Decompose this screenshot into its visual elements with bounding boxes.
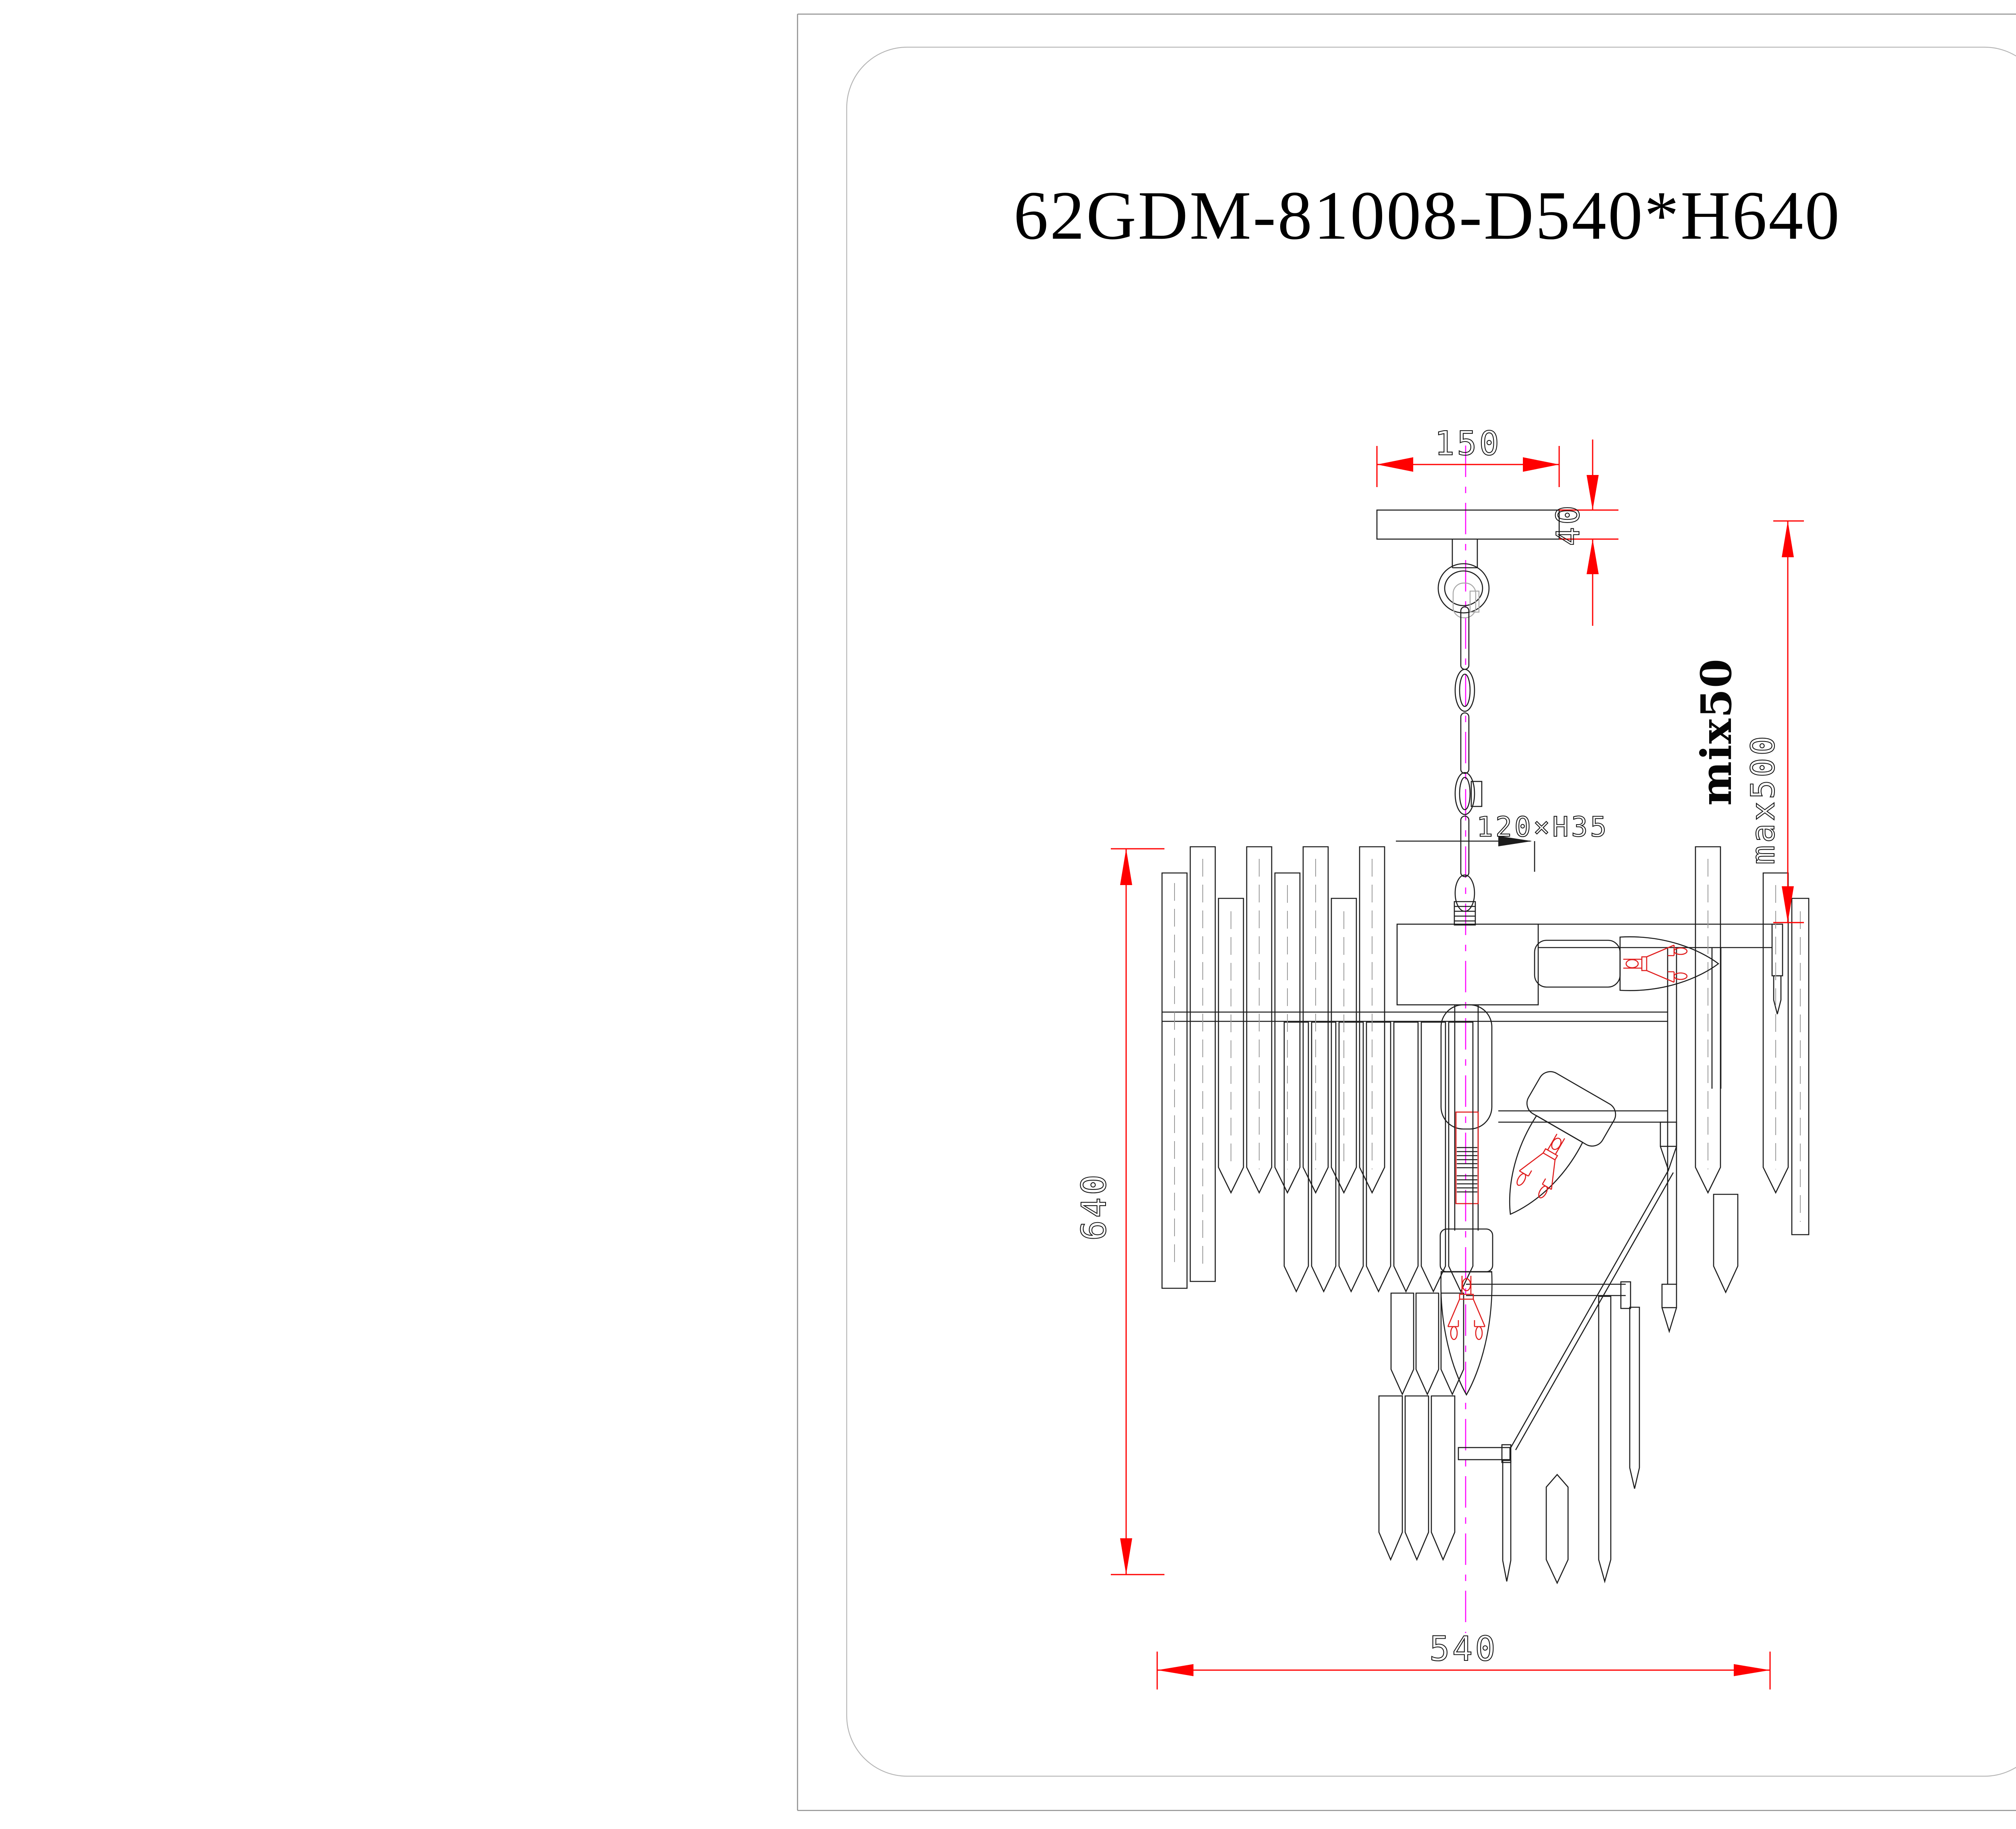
bulb-filament-icon	[1447, 1276, 1486, 1340]
hang-max-label: max500	[1744, 734, 1782, 865]
inner-rounded-frame	[846, 46, 2016, 1777]
arrow-right-icon	[1734, 1664, 1770, 1676]
chain-oval-link-inner	[1459, 777, 1471, 810]
chain-wire-link	[1460, 815, 1470, 877]
dimension-label: 540	[1429, 1629, 1498, 1669]
suspension-chain	[1454, 606, 1483, 926]
outer-frame	[797, 13, 2016, 1811]
crystal-pendants	[1502, 1296, 1640, 1585]
diagonal-support-rod	[1510, 1170, 1674, 1450]
ring-outer	[1437, 563, 1490, 614]
dimension-label: 40	[1550, 503, 1587, 546]
quick-link-connector	[1452, 582, 1480, 619]
coupler-hatch	[1457, 1147, 1477, 1193]
crystal-centerlines	[1174, 859, 1801, 1270]
arm-level1-endcap	[1771, 923, 1783, 977]
quick-link-body	[1452, 582, 1477, 619]
dimension-body-height: 640	[1074, 848, 1164, 1575]
chain-oval-link	[1454, 669, 1475, 712]
candle-bulb-angled	[1509, 1071, 1616, 1215]
chain-oval-link	[1454, 772, 1475, 815]
leader-chain-link-spec: 120×H35	[1396, 811, 1609, 872]
dimension-canopy-height: 40	[1550, 440, 1618, 626]
coupler-red-outline	[1455, 1111, 1479, 1204]
crystal-tier1-zigzag	[1218, 846, 1385, 1194]
central-column-slab	[1440, 1004, 1493, 1130]
crystal-tiers	[1161, 846, 1810, 1585]
threaded-coupler	[1455, 1111, 1479, 1204]
arrow-down-icon	[1120, 1538, 1132, 1575]
hang-min-label: mix50	[1691, 658, 1741, 806]
chain-wire-link	[1460, 712, 1470, 774]
chain-link-spec-label: 120×H35	[1477, 811, 1609, 843]
arrow-left-icon	[1377, 457, 1413, 472]
bulb-socket	[1439, 1228, 1493, 1273]
bulb-socket	[1526, 1071, 1616, 1147]
chain-wire-link	[1460, 606, 1470, 670]
bottom-plate	[1458, 1447, 1511, 1460]
dimension-label: 150	[1435, 425, 1502, 463]
candle-bulb-center	[1439, 1228, 1493, 1396]
dimension-canopy-diameter: 150	[1376, 424, 1560, 487]
arrow-right-icon	[1523, 457, 1559, 472]
crystal-bars-right	[1695, 846, 1810, 1294]
extension-lines	[1559, 509, 1618, 540]
lamp-arms	[1458, 923, 1783, 1463]
chain-oval-link	[1454, 874, 1475, 912]
drawing-title: 62GDM-81008-D540*H640	[1014, 177, 1841, 254]
arrow-up-icon	[1782, 521, 1794, 557]
ceiling-canopy	[1376, 509, 1560, 540]
bulb-glass	[1619, 936, 1720, 991]
ring-inner	[1444, 570, 1483, 606]
dimension-hanging-height: mix50 max500	[1691, 520, 1804, 923]
crystal-bars-left-flat	[1161, 846, 1216, 1289]
extension-lines	[1376, 446, 1560, 487]
arrow-up-icon	[1120, 849, 1132, 885]
extension-lines	[1773, 520, 1804, 923]
chain-oval-link-inner	[1459, 673, 1471, 707]
arrow-left-icon	[1157, 1664, 1193, 1676]
mid-mounting-plate	[1162, 1011, 1668, 1022]
bulb-glass	[1509, 1115, 1583, 1215]
arm-level3-endcap	[1620, 1281, 1631, 1309]
arm-post-inner	[1711, 948, 1722, 1089]
arm-level1-pendant	[1773, 975, 1782, 1014]
bottom-plate-cap	[1501, 1444, 1512, 1463]
extension-lines	[1111, 848, 1164, 1575]
arm-post-tip	[1661, 1307, 1677, 1333]
central-stem	[1454, 1005, 1479, 1231]
chain-wire-clamp	[1470, 781, 1483, 807]
crystal-tier4-zigzag	[1378, 1395, 1456, 1561]
crystal-tier2-zigzag	[1283, 1021, 1474, 1293]
arm-level2-bevel	[1660, 1146, 1677, 1172]
hanging-ring	[1437, 563, 1490, 614]
arrow-up-icon	[1587, 539, 1599, 574]
crystal-tier3-zigzag	[1390, 1292, 1464, 1396]
arrow-down-icon	[1782, 886, 1794, 923]
candle-bulb-right	[1534, 936, 1720, 991]
chain-threaded-connector	[1454, 901, 1476, 926]
arm-level3	[1466, 1283, 1626, 1296]
bulb-glass	[1440, 1271, 1493, 1396]
central-hub	[1396, 923, 1539, 1006]
arm-level2-endcap	[1660, 1121, 1677, 1147]
arrow-right-icon	[1498, 836, 1532, 846]
quick-link-gate	[1469, 590, 1480, 613]
arrow-down-icon	[1587, 475, 1599, 510]
arm-level2	[1498, 1110, 1668, 1123]
arm-post-cap	[1661, 1283, 1677, 1308]
arm-level1	[1538, 923, 1772, 948]
bulb-filament-icon	[1623, 944, 1688, 983]
dimension-label: 640	[1074, 1172, 1114, 1241]
arm-post-outer	[1667, 948, 1677, 1284]
bulb-filament-icon	[1516, 1133, 1565, 1198]
canopy-stem	[1452, 539, 1478, 569]
dimension-body-diameter: 540	[1156, 1629, 1771, 1689]
